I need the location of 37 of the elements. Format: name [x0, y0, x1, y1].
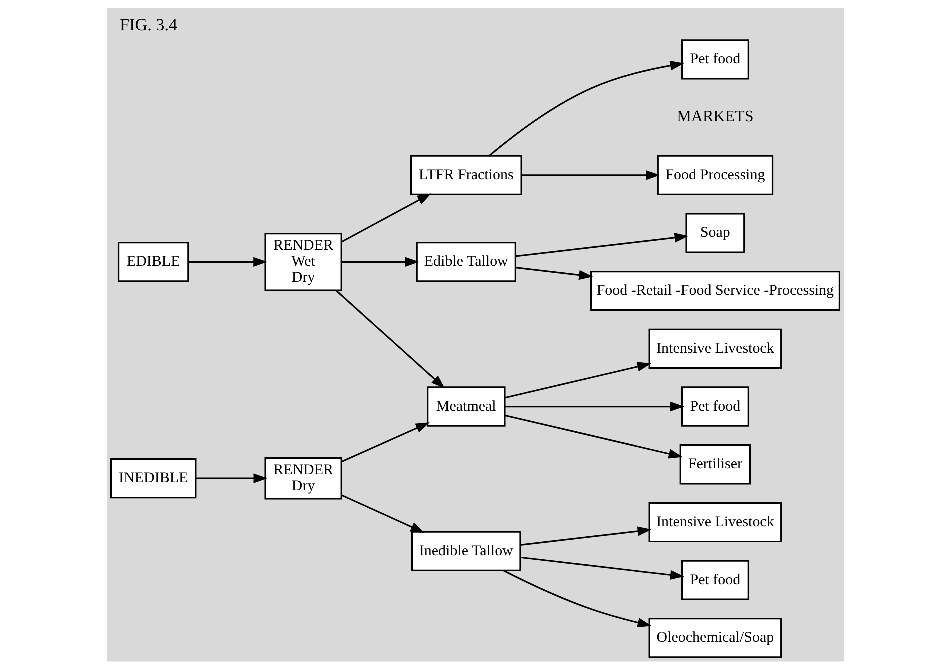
arrow	[196, 474, 268, 484]
diagram-title: FIG. 3.4	[120, 16, 178, 35]
arrow	[342, 422, 430, 463]
node-box: Intensive Livestock	[648, 502, 782, 543]
node-box: Pet food	[681, 40, 750, 80]
arrow	[520, 556, 684, 580]
node-box: Edible Tallow	[416, 242, 516, 282]
arrow	[342, 194, 432, 243]
arrow	[504, 362, 652, 399]
node-box: Inedible Tallow	[412, 531, 522, 572]
node-box: Fertiliser	[680, 444, 752, 485]
arrow	[188, 257, 268, 268]
node-box: Pet food	[681, 560, 750, 600]
arrow	[520, 526, 652, 546]
node-box: INEDIBLE	[110, 458, 197, 499]
arrow	[342, 494, 425, 534]
arrow	[516, 267, 594, 280]
arrow	[503, 570, 652, 628]
node-box: RENDER Wet Dry	[264, 232, 342, 292]
node-box: Food -Retail -Food Service -Processing	[590, 271, 841, 312]
arrow	[504, 402, 684, 412]
arrow	[504, 414, 683, 459]
arrow	[489, 60, 684, 157]
node-box: Oleochemical/Soap	[648, 618, 782, 658]
arrow	[342, 257, 420, 268]
node-box: EDIBLE	[118, 242, 190, 282]
arrow	[516, 233, 689, 258]
node-box: Meatmeal	[427, 386, 506, 427]
node-box: RENDER Dry	[264, 457, 342, 500]
node-box: Soap	[686, 213, 746, 254]
label: MARKETS	[677, 108, 754, 126]
node-box: Food Processing	[657, 155, 774, 196]
node-box: Intensive Livestock	[648, 328, 782, 370]
node-box: LTFR Fractions	[410, 155, 522, 196]
node-box: Pet food	[681, 386, 750, 427]
arrow	[522, 170, 660, 180]
arrow	[336, 290, 446, 389]
